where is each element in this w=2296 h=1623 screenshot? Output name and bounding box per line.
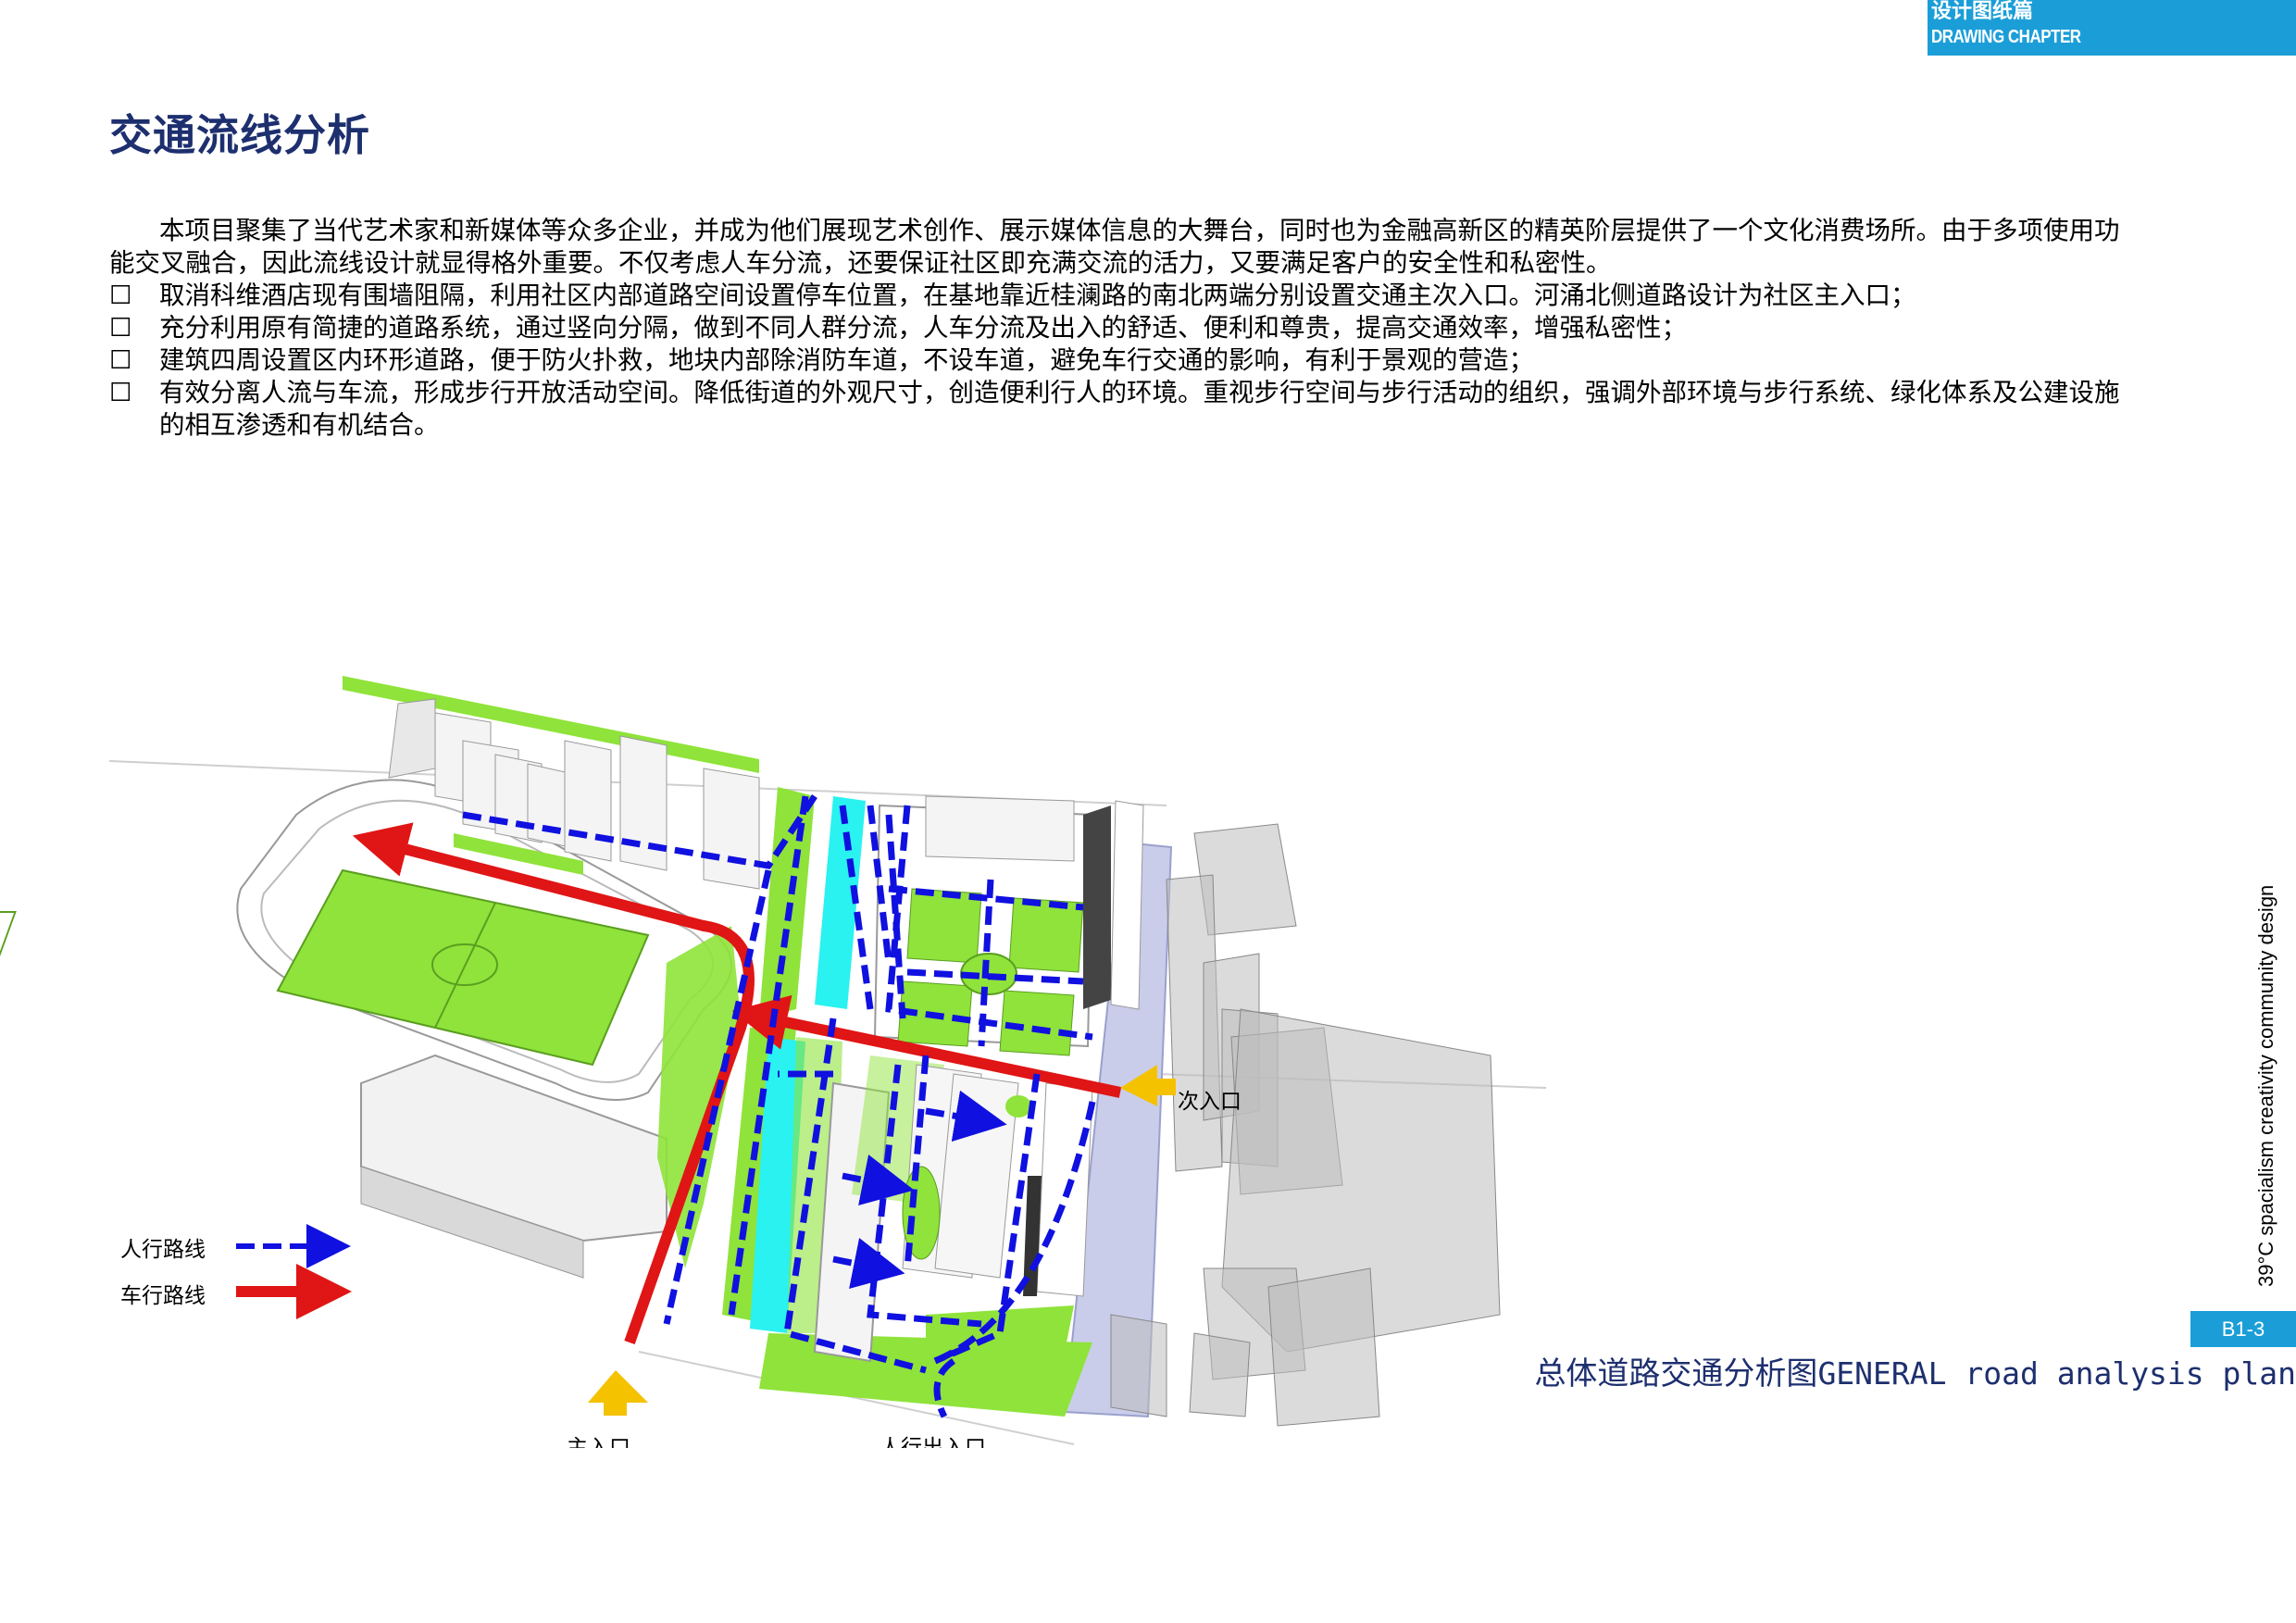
chapter-title-zh: 设计图纸篇 — [1931, 0, 2034, 23]
secondary-entrance-arrow — [1120, 1065, 1157, 1106]
secondary-entrance-label: 次入口 — [1178, 1090, 1242, 1114]
bullet-mark: ☐ — [109, 281, 132, 310]
chapter-tab: 设计图纸篇 DRAWING CHAPTER — [1928, 0, 2296, 56]
caption-en: GENERAL road analysis plan — [1817, 1355, 2296, 1392]
bullet-text: 充分利用原有简捷的道路系统，通过竖向分隔，做到不同人群分流，人车分流及出入的舒适… — [159, 313, 1687, 343]
bullet-item: ☐ 充分利用原有简捷的道路系统，通过竖向分隔，做到不同人群分流，人车分流及出入的舒… — [109, 312, 2137, 344]
pedestrian-entrance-label: 人行出入口 — [880, 1436, 986, 1448]
pedestrian-routes — [462, 794, 1096, 1418]
vehicle-routes — [352, 822, 1122, 1344]
east-grey-buildings — [1110, 823, 1501, 1427]
legend-pedestrian-label: 人行路线 — [120, 1238, 206, 1262]
main-entrance-arrow — [588, 1370, 648, 1403]
northeast-plaza — [873, 795, 1144, 1056]
chapter-title-en: DRAWING CHAPTER — [1931, 26, 2081, 47]
intro-text: 本项目聚集了当代艺术家和新媒体等众多企业，并成为他们展现艺术创作、展示媒体信息的… — [109, 215, 2137, 442]
bullet-mark: ☐ — [109, 345, 132, 375]
legend — [236, 1224, 352, 1319]
vertical-project-text: 39°C spacialism creativity community des… — [2254, 884, 2277, 1287]
bullet-text: 建筑四周设置区内环形道路，便于防火扑救，地块内部除消防车道，不设车道，避免车行交… — [159, 345, 1534, 375]
intro-paragraph: 本项目聚集了当代艺术家和新媒体等众多企业，并成为他们展现艺术创作、展示媒体信息的… — [109, 216, 2120, 278]
bullet-item: ☐ 建筑四周设置区内环形道路，便于防火扑救，地块内部除消防车道，不设车道，避免车行… — [109, 344, 2137, 377]
vehicle-route-east — [731, 994, 1122, 1098]
bullet-item: ☐ 取消科维酒店现有围墙阻隔，利用社区内部道路空间设置停车位置，在基地靠近桂澜路的… — [109, 280, 2137, 312]
bullet-item: ☐ 有效分离人流与车流，形成步行开放活动空间。降低街道的外观尺寸，创造便利行人的环… — [109, 377, 2137, 442]
bullet-mark: ☐ — [109, 313, 132, 343]
caption-zh: 总体道路交通分析图 — [1534, 1355, 1818, 1392]
page-number-badge: B1-3 — [2190, 1311, 2296, 1347]
main-entrance-label: 主入口 — [567, 1436, 630, 1448]
bullet-text: 取消科维酒店现有围墙阻隔，利用社区内部道路空间设置停车位置，在基地靠近桂澜路的南… — [159, 281, 1916, 310]
entrance-arrows — [588, 1065, 1176, 1416]
bullet-text: 有效分离人流与车流，形成步行开放活动空间。降低街道的外观尺寸，创造便利行人的环境… — [159, 378, 2120, 440]
drawing-caption: 总体道路交通分析图GENERAL road analysis plan — [1534, 1348, 2296, 1393]
bullet-mark: ☐ — [109, 378, 132, 407]
page-title: 交通流线分析 — [109, 110, 370, 160]
legend-vehicle-label: 车行路线 — [120, 1284, 206, 1308]
